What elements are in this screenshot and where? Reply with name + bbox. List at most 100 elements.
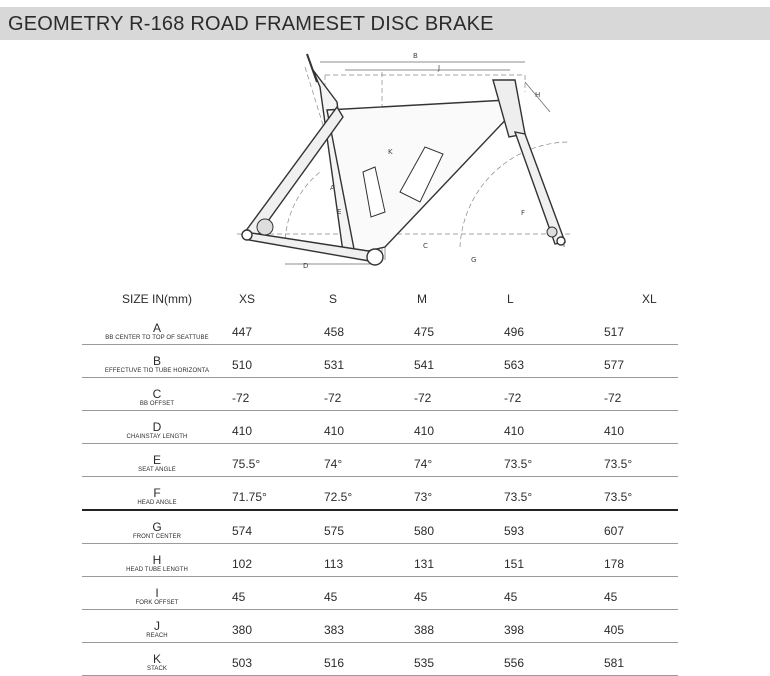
cell-value: -72	[604, 377, 678, 411]
frame-geometry-diagram: B J H K A E F C D G I	[225, 42, 580, 282]
cell-value: -72	[232, 377, 324, 411]
svg-text:B: B	[413, 52, 418, 60]
water-bottles	[362, 146, 444, 218]
cell-value: 151	[504, 543, 604, 577]
cell-value: 102	[232, 543, 324, 577]
svg-text:C: C	[423, 242, 428, 250]
cell-value: 410	[604, 410, 678, 444]
cell-value: 580	[414, 510, 504, 544]
cell-value: 410	[232, 410, 324, 444]
cell-value: 383	[324, 609, 414, 643]
size-s-header: S	[329, 292, 338, 306]
size-xl-header: XL	[642, 292, 657, 306]
cell-value: 72.5°	[324, 476, 414, 511]
svg-text:F: F	[521, 209, 525, 217]
cell-value: 405	[604, 609, 678, 643]
cell-value: 607	[604, 510, 678, 544]
cell-value: 45	[414, 576, 504, 610]
dimension-labels: B J H K A E F C D G I	[303, 52, 565, 270]
cell-value: 593	[504, 510, 604, 544]
svg-text:D: D	[303, 262, 308, 270]
cell-value: -72	[324, 377, 414, 411]
cell-value: 531	[324, 344, 414, 378]
cell-value: 380	[232, 609, 324, 643]
cell-value: 577	[604, 344, 678, 378]
frame-tubes	[241, 53, 566, 266]
cell-value: 503	[232, 642, 324, 676]
cell-value: 73.5°	[604, 476, 678, 511]
table-header-row: SIZE IN(mm) XS S M L XL	[82, 286, 678, 312]
svg-text:I: I	[563, 241, 565, 249]
svg-text:G: G	[471, 256, 476, 264]
cell-value: 458	[324, 312, 414, 345]
cell-value: 388	[414, 609, 504, 643]
cell-value: 73.5°	[504, 476, 604, 511]
cell-value: 475	[414, 312, 504, 345]
svg-text:A: A	[330, 184, 335, 192]
svg-text:H: H	[535, 91, 540, 99]
cell-value: 71.75°	[232, 476, 324, 511]
cell-value: 510	[232, 344, 324, 378]
cell-value: -72	[504, 377, 604, 411]
cell-value: 410	[504, 410, 604, 444]
dimension-lines	[285, 61, 551, 265]
svg-text:J: J	[437, 64, 440, 72]
cell-value: 556	[504, 642, 604, 676]
cell-value: 410	[414, 410, 504, 444]
cell-value: 517	[604, 312, 678, 345]
svg-text:K: K	[388, 148, 393, 156]
cell-value: 178	[604, 543, 678, 577]
page-title: GEOMETRY R-168 ROAD FRAMESET DISC BRAKE	[8, 13, 494, 35]
cell-value: -72	[414, 377, 504, 411]
cell-value: 398	[504, 609, 604, 643]
cell-value: 45	[604, 576, 678, 610]
cell-value: 45	[504, 576, 604, 610]
size-xs-header: XS	[239, 292, 256, 306]
frame-drawing: B J H K A E F C D G I	[237, 52, 571, 270]
cell-value: 541	[414, 344, 504, 378]
cell-value: 535	[414, 642, 504, 676]
cell-value: 563	[504, 344, 604, 378]
size-l-header: L	[507, 292, 514, 306]
cell-value: 575	[324, 510, 414, 544]
title-bar: GEOMETRY R-168 ROAD FRAMESET DISC BRAKE	[0, 7, 770, 40]
cell-value: 73.5°	[504, 443, 604, 477]
svg-text:E: E	[337, 208, 341, 216]
cell-value: 516	[324, 642, 414, 676]
cell-value: 73.5°	[604, 443, 678, 477]
cell-value: 74°	[414, 443, 504, 477]
cell-value: 581	[604, 642, 678, 676]
cell-value: 113	[324, 543, 414, 577]
cell-value: 75.5°	[232, 443, 324, 477]
size-header: SIZE IN(mm)	[122, 292, 192, 306]
cell-value: 574	[232, 510, 324, 544]
cell-value: 74°	[324, 443, 414, 477]
cell-value: 131	[414, 543, 504, 577]
disc-brake	[256, 218, 558, 238]
cell-value: 73°	[414, 476, 504, 511]
cell-value: 45	[324, 576, 414, 610]
cell-value: 410	[324, 410, 414, 444]
